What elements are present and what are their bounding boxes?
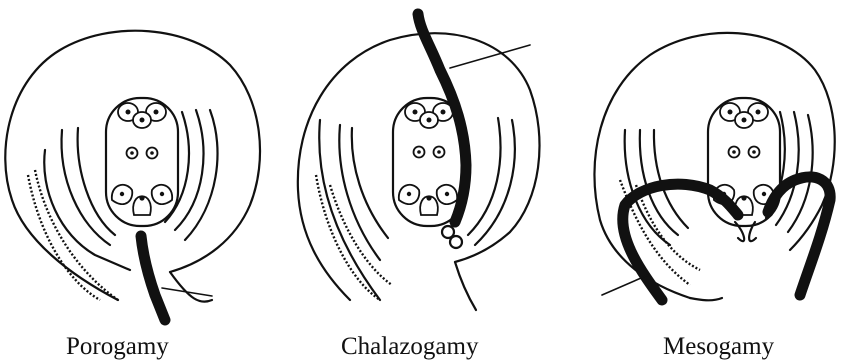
egg-apparatus xyxy=(399,185,457,215)
polar-nuclei xyxy=(414,147,445,158)
caption-chalazogamy: Chalazogamy xyxy=(341,333,478,361)
polar-nuclei xyxy=(729,147,760,158)
pollen-tube-left xyxy=(623,184,738,300)
chalazogamy-ovule xyxy=(298,14,540,310)
caption-porogamy: Porogamy xyxy=(66,333,169,361)
porogamy-ovule xyxy=(5,31,260,320)
mesogamy-ovule xyxy=(594,33,834,300)
outer-integument xyxy=(298,33,540,300)
pollen-tube-right xyxy=(768,177,830,295)
polar-nuclei xyxy=(127,148,158,159)
antipodal-cells xyxy=(720,103,768,128)
egg-apparatus xyxy=(112,185,172,215)
antipodal-cells xyxy=(405,103,453,128)
pollen-tube xyxy=(141,236,165,320)
caption-mesogamy: Mesogamy xyxy=(663,333,774,361)
antipodal-cells xyxy=(118,103,166,128)
